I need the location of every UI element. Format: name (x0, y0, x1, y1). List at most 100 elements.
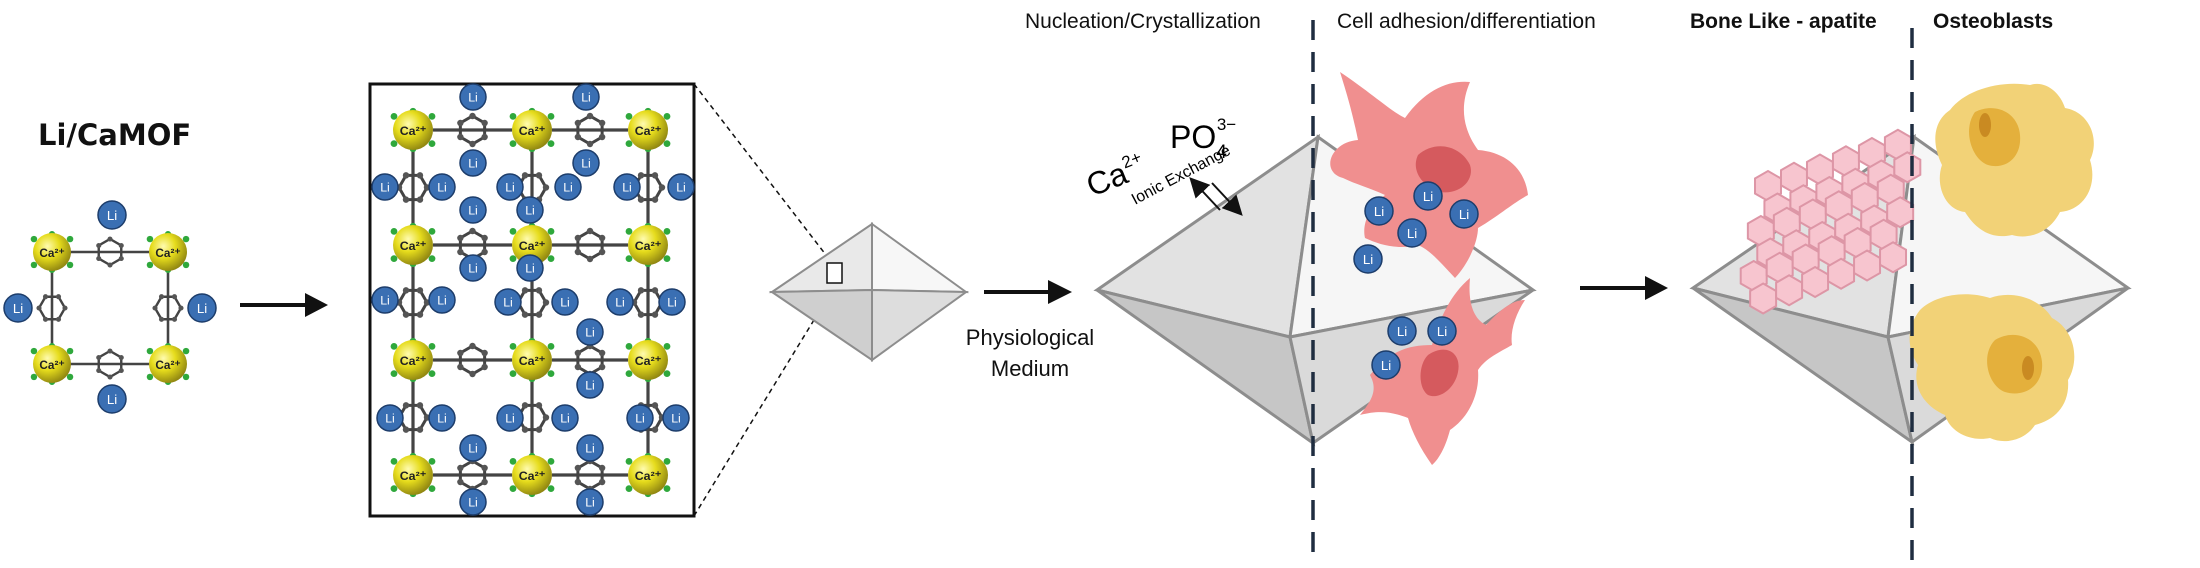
oxygen-atom (146, 235, 154, 243)
physiological-medium-label: Physiological Medium (965, 325, 1095, 381)
lithium-atom (1427, 316, 1457, 346)
lithium-label: Li (468, 262, 478, 276)
oxygen-atom (30, 373, 38, 381)
lithium-label: Li (505, 181, 515, 195)
apatite-cell (1893, 151, 1922, 184)
apatite-cell (1749, 282, 1778, 315)
apatite-cell (1801, 265, 1830, 299)
lithium-label: Li (468, 91, 478, 105)
carbon-atom (42, 294, 49, 300)
carbon-atom (416, 426, 424, 433)
oxygen-atom (146, 347, 154, 355)
oxygen-atom (625, 485, 633, 492)
lithium-label: Li (585, 326, 595, 340)
carbon-atom (481, 363, 488, 371)
osteoblast-lower (1909, 294, 2075, 442)
lithium-label: Li (581, 157, 591, 171)
oxygen-atom (428, 113, 436, 120)
carbon-atom (96, 354, 102, 361)
lithium-atom (576, 434, 604, 462)
carbon-atom (96, 255, 102, 262)
oxygen-atom (428, 370, 436, 377)
lithium-label: Li (197, 301, 207, 316)
lithium-label: Li (525, 204, 535, 218)
lithium-label: Li (585, 379, 595, 393)
lithium-atom (1413, 181, 1443, 211)
carbon-atom (171, 316, 178, 322)
oxygen-atom (625, 370, 633, 377)
lithium-atom (97, 200, 127, 230)
carbon-atom (651, 196, 659, 203)
lithium-label: Li (107, 208, 117, 223)
oxygen-atom (66, 373, 74, 381)
carbon-atom (107, 236, 113, 242)
lithium-atom (459, 488, 487, 516)
oxygen-atom (30, 235, 38, 243)
oxygen-atom (428, 458, 436, 465)
small-crystal (768, 222, 970, 362)
oxygen-atom (182, 347, 190, 355)
oxygen-atom (663, 255, 671, 262)
carbon-atom (598, 363, 606, 371)
lithium-label: Li (437, 181, 447, 195)
oxygen-atom (625, 343, 633, 350)
apatite-cell (1775, 274, 1804, 307)
oxygen-atom (663, 140, 671, 148)
oxygen-atom (428, 485, 436, 492)
oxygen-atom (547, 140, 555, 148)
carbon-atom (36, 305, 42, 311)
carbon-atom (178, 305, 184, 311)
lithium-atom (554, 173, 582, 201)
oxygen-atom (509, 255, 517, 262)
carbon-atom (651, 311, 659, 318)
carbon-atom (469, 342, 476, 350)
carbon-atom (521, 402, 529, 409)
carbon-atom (158, 294, 165, 300)
oxygen-atom (547, 370, 555, 377)
carbon-atom (542, 184, 550, 191)
carbon-atom (651, 426, 659, 433)
calcium-label: Ca²⁺ (519, 469, 546, 483)
carbon-atom (535, 287, 543, 294)
calcium-label: Ca²⁺ (400, 354, 427, 368)
lithium-atom (516, 254, 544, 282)
carbon-atom (107, 374, 113, 380)
oxygen-atom (547, 485, 555, 492)
lithium-atom (459, 83, 487, 111)
carbon-atom (416, 196, 424, 203)
oxygen-atom (390, 255, 398, 262)
carbon-atom (598, 478, 606, 486)
oxygen-atom (625, 140, 633, 148)
oxygen-atom (663, 485, 671, 492)
process-arrow-3-head (1645, 276, 1668, 300)
lithium-label: Li (437, 294, 447, 308)
lithium-label: Li (13, 301, 23, 316)
carbon-atom (598, 464, 606, 472)
calcium-label: Ca²⁺ (635, 239, 662, 253)
lithium-label: Li (525, 262, 535, 276)
calcium-atom (33, 345, 71, 383)
oxygen-atom (66, 235, 74, 243)
calcium-atom (512, 110, 552, 150)
lithium-label: Li (560, 296, 570, 310)
oxygen-atom (663, 343, 671, 350)
carbon-atom (152, 305, 158, 311)
carbon-atom (481, 349, 488, 357)
apatite-cell (1827, 257, 1856, 290)
oxygen-atom (182, 235, 190, 243)
oxygen-atom (547, 255, 555, 262)
carbon-atom (96, 242, 102, 249)
carbon-atom (481, 248, 488, 256)
lithium-atom (459, 149, 487, 177)
lithium-atom (576, 488, 604, 516)
ionic-exchange-annotation: Ca2+ PO43− Ionic Exchange (1081, 115, 1243, 216)
oxygen-atom (663, 370, 671, 377)
oxygen-atom (182, 261, 190, 269)
lithium-label: Li (385, 412, 395, 426)
lithium-atom (1449, 199, 1479, 229)
oxygen-atom (390, 485, 398, 492)
phosphate-ion-label: PO43− (1170, 115, 1236, 163)
carbon-atom (96, 367, 102, 374)
carbon-atom (469, 227, 476, 235)
